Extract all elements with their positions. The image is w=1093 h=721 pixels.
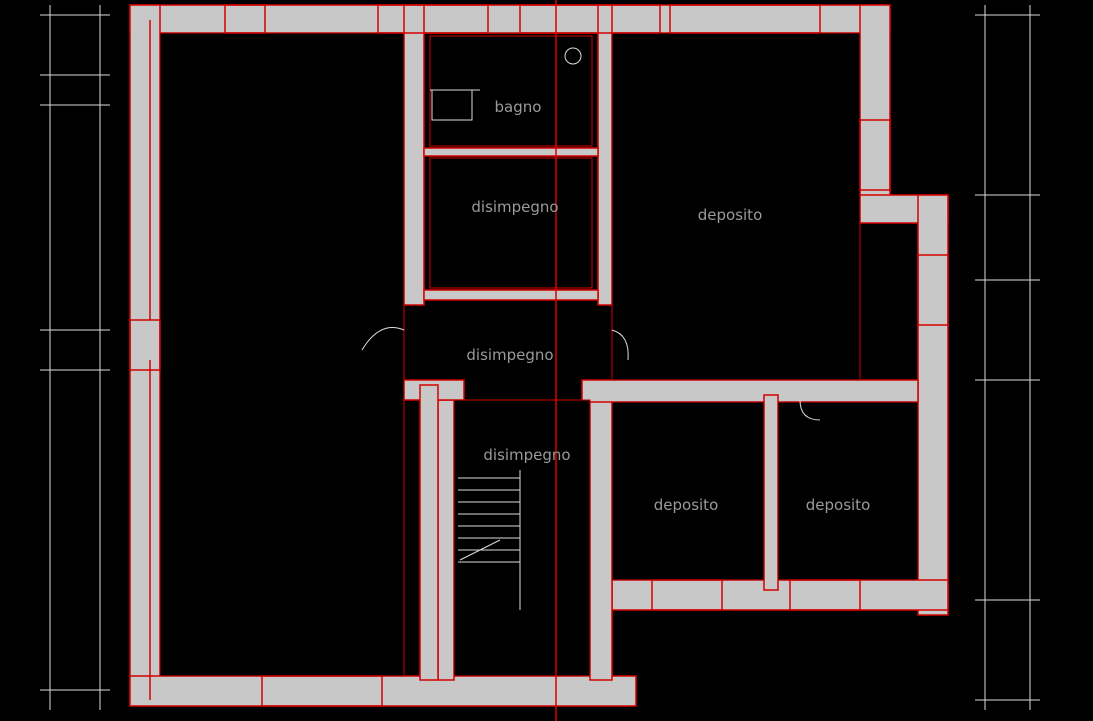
door-swing-left <box>361 327 405 351</box>
room-bagno <box>429 35 593 147</box>
frame-lines <box>129 0 949 721</box>
room-label-deposito-s1: deposito <box>654 496 719 514</box>
room-interiors <box>159 32 919 677</box>
room-deposito-s1 <box>611 401 765 581</box>
room-label-disimpegno-top: disimpegno <box>471 198 558 216</box>
staircase <box>458 470 521 610</box>
room-label-disimpegno-center: disimpegno <box>466 346 553 364</box>
door-swing-deposito <box>799 399 821 421</box>
room-labels: bagno disimpegno deposito disimpegno dis… <box>466 98 870 514</box>
room-deposito-ne <box>611 32 861 381</box>
washbasin <box>564 47 582 65</box>
walls <box>129 4 949 707</box>
dimension-lines <box>40 5 1040 710</box>
room-large-left <box>159 32 405 677</box>
room-disimpegno-top <box>429 157 593 289</box>
room-label-bagno: bagno <box>495 98 542 116</box>
fixtures <box>361 47 821 421</box>
door-swing-right <box>611 329 629 361</box>
room-label-deposito-s2: deposito <box>806 496 871 514</box>
room-deposito-s2 <box>777 401 919 581</box>
room-label-disimpegno-stair: disimpegno <box>483 446 570 464</box>
room-label-deposito-ne: deposito <box>698 206 763 224</box>
